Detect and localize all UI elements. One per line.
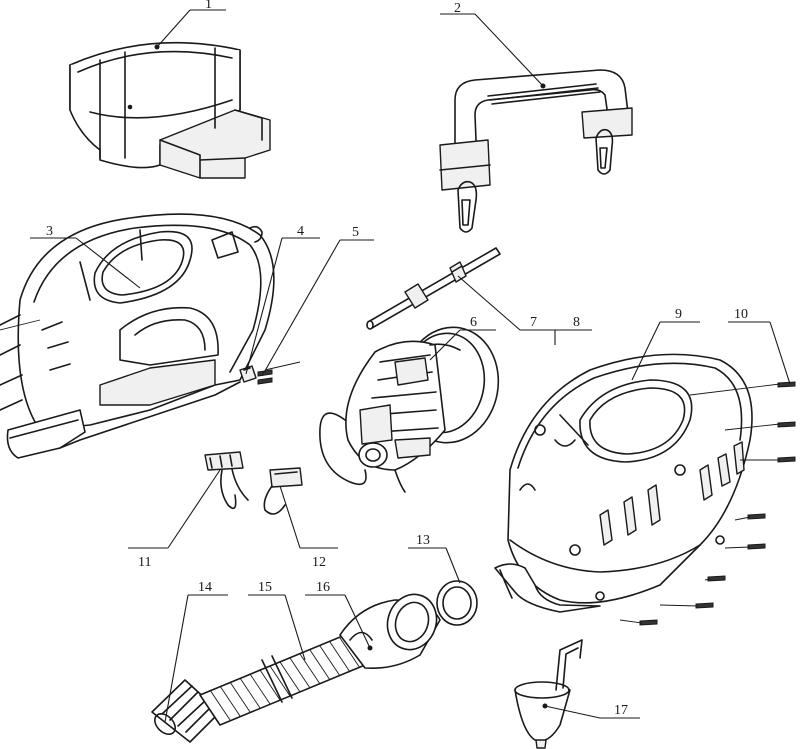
callout-10: 10 [734,307,748,322]
callout-5: 5 [352,225,359,240]
callout-11: 11 [138,555,151,570]
part-5-screws [257,369,273,385]
part-7-8-shaft [366,247,501,330]
part-9-front-housing [494,353,753,613]
callout-14: 14 [198,580,212,595]
callout-13: 13 [416,533,430,548]
callout-17: 17 [614,703,628,718]
callout-labels: 1 2 3 4 5 6 7 8 9 10 11 12 13 14 15 16 1… [46,0,748,718]
part-15-hose [199,634,366,726]
callout-15: 15 [258,580,272,595]
callout-3: 3 [46,224,53,239]
callout-16: 16 [316,580,330,595]
part-1-collar [69,41,271,179]
part-14-hose-cuff [151,679,221,743]
callout-1: 1 [205,0,212,12]
part-13-o-ring [436,580,478,626]
part-16-hose-coupling [339,593,441,670]
part-10-screws [639,381,796,626]
callout-2: 2 [454,1,461,16]
part-11-switch [204,451,249,510]
part-17-nozzle [514,639,583,749]
callout-9: 9 [675,307,682,322]
leader-lines [0,9,791,723]
callout-7: 7 [530,315,537,330]
part-3-rear-housing [0,213,275,459]
part-12-connector [263,467,303,515]
callout-12: 12 [312,555,326,570]
callout-8: 8 [573,315,580,330]
part-6-motor [319,326,500,493]
part-2-handle [439,69,633,233]
callout-6: 6 [470,315,477,330]
callout-4: 4 [297,224,304,239]
